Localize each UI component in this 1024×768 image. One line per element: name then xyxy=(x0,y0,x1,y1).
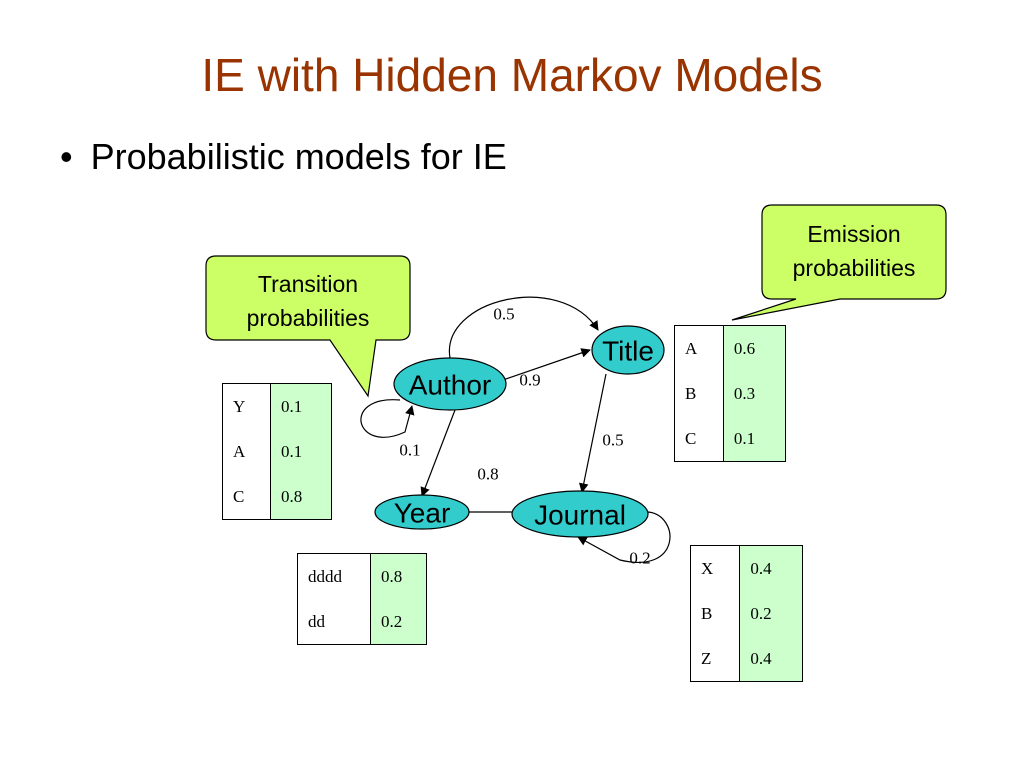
node-title-label: Title xyxy=(602,336,654,367)
prob-cell: 0.2 xyxy=(370,599,427,645)
table-row: C 0.8 xyxy=(222,474,332,520)
edge-label-author-title: 0.9 xyxy=(519,371,540,390)
year-emission-table: dddd 0.8 dd 0.2 xyxy=(297,553,427,645)
table-row: B 0.2 xyxy=(690,591,803,636)
emission-callout-bubble xyxy=(731,204,947,321)
node-journal: Journal xyxy=(511,490,649,538)
table-row: dddd 0.8 xyxy=(297,553,427,599)
symbol-cell: B xyxy=(674,371,724,416)
table-row: X 0.4 xyxy=(690,545,803,591)
prob-cell: 0.2 xyxy=(739,591,803,636)
transition-callout-bubble xyxy=(205,255,411,398)
edge-label-title-journal: 0.5 xyxy=(602,431,623,450)
node-year: Year xyxy=(374,494,470,530)
edge-author-year xyxy=(420,409,456,497)
transition-callout: Transition probabilities xyxy=(205,255,411,398)
symbol-cell: dd xyxy=(297,599,371,645)
slide-title: IE with Hidden Markov Models xyxy=(201,49,823,101)
prob-cell: 0.3 xyxy=(723,371,786,416)
node-journal-label: Journal xyxy=(534,500,626,531)
edge-title-journal xyxy=(579,373,607,493)
prob-cell: 0.4 xyxy=(739,545,803,591)
prob-cell: 0.8 xyxy=(370,553,427,599)
emission-callout-line1: Emission xyxy=(807,221,900,247)
prob-cell: 0.6 xyxy=(723,325,786,371)
table-row: Z 0.4 xyxy=(690,636,803,682)
edge-label-author-journal: 0.8 xyxy=(477,465,498,484)
edge-author-title xyxy=(499,348,591,382)
transition-callout-line2: probabilities xyxy=(247,305,370,331)
node-title: Title xyxy=(591,325,665,375)
table-row: B 0.3 xyxy=(674,371,786,416)
table-row: Y 0.1 xyxy=(222,383,332,429)
symbol-cell: X xyxy=(690,545,741,591)
symbol-cell: A xyxy=(674,325,724,371)
table-row: A 0.6 xyxy=(674,325,786,371)
symbol-cell: Z xyxy=(690,636,741,682)
journal-emission-table: X 0.4 B 0.2 Z 0.4 xyxy=(690,545,803,682)
edge-label-author-self: 0.1 xyxy=(399,441,420,460)
title-emission-table: A 0.6 B 0.3 C 0.1 xyxy=(674,325,786,462)
emission-callout: Emission probabilities xyxy=(731,204,947,321)
table-row: dd 0.2 xyxy=(297,599,427,645)
bullet-item: • Probabilistic models for IE xyxy=(60,136,507,178)
edge-journal-self xyxy=(577,511,671,563)
symbol-cell: C xyxy=(222,474,272,520)
bullet-text: Probabilistic models for IE xyxy=(90,136,507,177)
author-emission-table: Y 0.1 A 0.1 C 0.8 xyxy=(222,383,332,520)
prob-cell: 0.1 xyxy=(270,383,332,429)
transition-callout-line1: Transition xyxy=(258,271,358,297)
edge-label-journal-self: 0.2 xyxy=(629,549,650,568)
prob-cell: 0.8 xyxy=(270,474,332,520)
table-row: C 0.1 xyxy=(674,416,786,462)
symbol-cell: dddd xyxy=(297,553,371,599)
prob-cell: 0.1 xyxy=(270,429,332,474)
symbol-cell: C xyxy=(674,416,724,462)
prob-cell: 0.1 xyxy=(723,416,786,462)
node-author: Author xyxy=(393,357,507,411)
edge-label-author-title-top: 0.5 xyxy=(493,305,514,324)
bullet-dot-icon: • xyxy=(60,136,73,177)
symbol-cell: Y xyxy=(222,383,272,429)
node-year-label: Year xyxy=(394,498,451,529)
node-author-label: Author xyxy=(409,370,492,401)
symbol-cell: A xyxy=(222,429,272,474)
symbol-cell: B xyxy=(690,591,741,636)
edge-author-self xyxy=(360,399,415,438)
table-row: A 0.1 xyxy=(222,429,332,474)
emission-callout-line2: probabilities xyxy=(793,255,916,281)
edge-author-title-top xyxy=(448,296,599,359)
prob-cell: 0.4 xyxy=(739,636,803,682)
